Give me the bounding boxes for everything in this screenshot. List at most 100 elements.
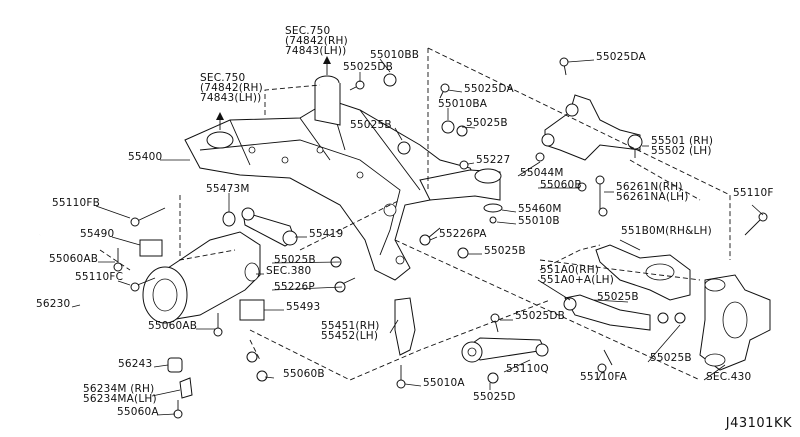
part-number-text: 55025D (473, 391, 516, 403)
bracket-55419[interactable] (241, 207, 298, 247)
part-number-text: 55502 (LH) (651, 145, 712, 157)
part-label-55227[interactable]: 55227 (476, 155, 510, 166)
part-label-56243[interactable]: 56243 (118, 358, 153, 370)
part-number-text: 55060A (117, 406, 159, 418)
part-label-55226PA[interactable]: 55226PA (439, 228, 487, 240)
damper-55490[interactable] (139, 239, 163, 257)
part-number-text: 55226PA (439, 228, 487, 240)
part-label-55060A[interactable]: 55060A (117, 406, 159, 418)
part-label-551A0[interactable]: 551A0(RH)551A0+A(LH) (540, 264, 615, 286)
damper-55493[interactable] (239, 299, 265, 321)
washer-55473M[interactable] (222, 211, 236, 227)
part-number-text: 55451(RH) (321, 320, 380, 332)
knuckle-sec430[interactable] (699, 274, 771, 371)
part-number-text: SEC.750 (200, 72, 246, 84)
stabilizer-bar-56230[interactable] (33, 234, 258, 363)
upper-link-55501[interactable] (541, 94, 643, 161)
part-label-55110F[interactable]: 55110F (733, 188, 774, 199)
part-number-text: 55025B (650, 352, 692, 364)
part-label-55025DA-mid[interactable]: 55025DA (464, 83, 514, 95)
part-label-55010A[interactable]: 55010A (423, 377, 465, 389)
part-number-text: 74843(LH)) (200, 92, 262, 104)
part-label-56261N[interactable]: 56261N(RH)56261NA(LH) (616, 181, 689, 203)
part-label-56230[interactable]: 56230 (36, 298, 71, 310)
part-number-text: 55010A (423, 377, 465, 389)
part-number-text: 55060B (283, 368, 325, 380)
part-label-55025B-a[interactable]: 55025B (350, 120, 392, 131)
part-label-551B0M[interactable]: 551B0M(RH&LH) (621, 225, 712, 237)
part-number-text: 55110Q (506, 363, 549, 375)
part-label-sec750-a[interactable]: SEC.750(74842(RH)74843(LH)) (285, 25, 348, 57)
part-number-text: 551A0+A(LH) (540, 274, 615, 286)
part-number-text: 55110FC (75, 271, 124, 283)
part-label-55451[interactable]: 55451(RH)55452(LH) (321, 320, 380, 342)
part-label-55010BA[interactable]: 55010BA (438, 98, 488, 110)
part-number-text: 55025B (466, 117, 508, 129)
part-label-55490[interactable]: 55490 (80, 229, 114, 240)
part-number-text: 55060B (540, 179, 582, 191)
part-label-sec430[interactable]: SEC.430 (706, 372, 751, 383)
part-number-text: 55473M (206, 183, 250, 195)
part-number-text: (74842(RH) (200, 82, 263, 94)
toe-link-551A0[interactable] (563, 294, 651, 331)
part-label-55010B[interactable]: 55010B (518, 216, 560, 227)
part-number-text: 55060AB (148, 320, 198, 332)
part-number-text: 551A0(RH) (540, 264, 600, 276)
part-number-text: 55025B (274, 254, 316, 266)
part-label-55025B-e[interactable]: 55025B (597, 292, 639, 303)
part-number-text: 56261N(RH) (616, 181, 683, 193)
part-label-55060AB-b[interactable]: 55060AB (148, 320, 198, 332)
part-number-text: 55452(LH) (321, 330, 379, 342)
part-number-text: 55044M (520, 167, 564, 179)
part-label-55110Q[interactable]: 55110Q (506, 363, 549, 375)
part-number-text: 55025DA (464, 83, 514, 95)
arrow-icon (216, 56, 331, 130)
part-label-55493[interactable]: 55493 (286, 301, 321, 313)
part-label-55025B-b[interactable]: 55025B (466, 117, 508, 129)
part-label-55060AB-l[interactable]: 55060AB (49, 254, 98, 265)
part-label-55044M[interactable]: 55044M (520, 167, 564, 179)
part-label-55501[interactable]: 55501 (RH)55502 (LH) (651, 136, 713, 157)
part-number-text: SEC.750 (285, 25, 331, 37)
part-label-55460M[interactable]: 55460M (518, 203, 562, 215)
part-label-55025B-c[interactable]: 55025B (274, 254, 316, 266)
part-number-text: 55460M (518, 203, 562, 215)
part-label-55025DB-top[interactable]: 55025DB (343, 61, 394, 73)
part-label-55025DB-bot[interactable]: 55025DB (515, 311, 565, 322)
part-label-sec750-b[interactable]: SEC.750(74842(RH)74843(LH)) (200, 72, 263, 104)
part-label-55110FB[interactable]: 55110FB (52, 198, 100, 209)
bushing-56243[interactable] (167, 357, 183, 373)
lateral-link-55110Q[interactable] (461, 337, 549, 363)
part-label-55226P[interactable]: 55226P (274, 282, 315, 293)
part-label-55010BB[interactable]: 55010BB (370, 49, 420, 61)
part-label-55025D[interactable]: 55025D (473, 391, 516, 403)
stabilizer-link-56261N[interactable] (595, 175, 608, 217)
part-number-text: 55025DB (343, 61, 394, 73)
part-label-55060B-l[interactable]: 55060B (283, 368, 325, 380)
bracket-55451[interactable] (394, 297, 416, 356)
assembly-dashed-lines (99, 47, 731, 381)
differential-sec380[interactable] (142, 231, 261, 324)
part-number-text: 56243 (118, 358, 153, 370)
part-label-55419[interactable]: 55419 (309, 229, 343, 240)
clamp-56234M[interactable] (179, 377, 193, 399)
part-label-55025B-d[interactable]: 55025B (484, 245, 526, 257)
part-label-55400[interactable]: 55400 (128, 152, 162, 163)
part-number-text: 55010BB (370, 49, 420, 61)
part-number-text: 551B0M(RH&LH) (621, 225, 712, 237)
part-number-text: 56230 (36, 298, 71, 310)
part-number-text: 55493 (286, 301, 321, 313)
part-label-55025B-f[interactable]: 55025B (650, 352, 692, 364)
part-number-text: 74843(LH)) (285, 45, 347, 57)
part-label-55025DA-top[interactable]: 55025DA (596, 52, 646, 63)
part-label-sec380[interactable]: SEC.380 (266, 265, 312, 277)
part-label-55473M[interactable]: 55473M (206, 183, 250, 195)
part-number-text: SEC.380 (266, 265, 312, 277)
part-label-55110FC[interactable]: 55110FC (75, 271, 124, 283)
part-number-text: 55010BA (438, 98, 488, 110)
part-label-55110FA[interactable]: 55110FA (580, 372, 627, 383)
part-label-55060B-r[interactable]: 55060B (540, 179, 582, 191)
part-label-56234M[interactable]: 56234M (RH)56234MA(LH) (83, 384, 157, 405)
part-number-text: 55025B (484, 245, 526, 257)
